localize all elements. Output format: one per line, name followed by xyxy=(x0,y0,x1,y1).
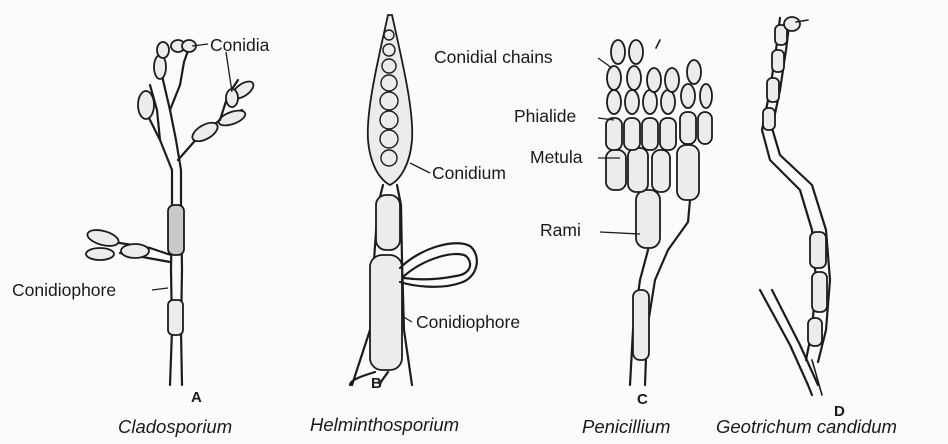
label-conidiophore-b: Conidiophore xyxy=(416,314,520,332)
caption-cladosporium: Cladosporium xyxy=(118,418,232,437)
label-conidium: Conidium xyxy=(432,165,506,183)
label-metula: Metula xyxy=(530,149,583,167)
label-conidiophore-a: Conidiophore xyxy=(12,282,116,300)
label-conidia: Conidia xyxy=(210,37,269,55)
panel-letter-b: B xyxy=(371,376,382,391)
caption-penicillium: Penicillium xyxy=(582,418,670,437)
caption-helminthosporium: Helminthosporium xyxy=(310,416,459,435)
cladosporium-drawing xyxy=(86,40,257,385)
penicillium-drawing xyxy=(606,40,712,385)
label-conidial-chains: Conidial chains xyxy=(434,49,553,67)
panel-letter-c: C xyxy=(637,392,648,407)
geotrichum-drawing xyxy=(760,17,830,395)
label-rami: Rami xyxy=(540,222,581,240)
label-phialide: Phialide xyxy=(514,108,576,126)
panel-letter-a: A xyxy=(191,390,202,405)
caption-geotrichum-candidum: Geotrichum candidum xyxy=(716,418,897,437)
